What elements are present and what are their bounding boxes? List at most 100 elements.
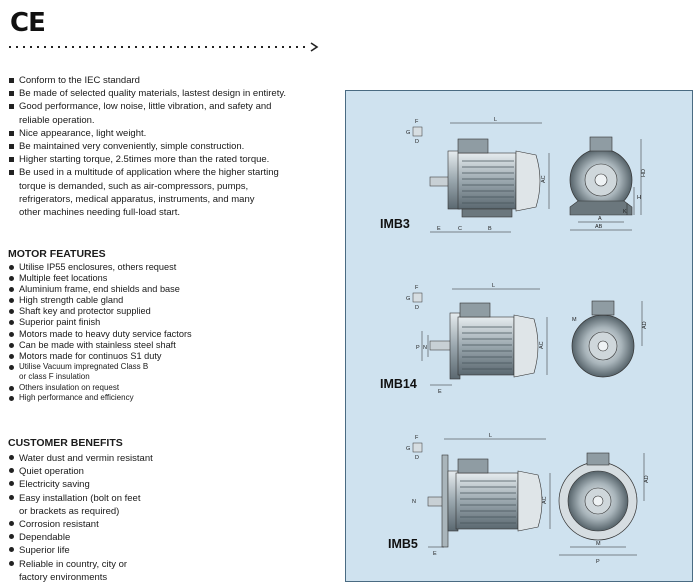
feature-item: Shaft key and protector supplied	[8, 306, 328, 317]
imb3-dim-HD: HD	[641, 169, 647, 177]
imb5-dim-D: D	[415, 455, 419, 461]
imb14-dim-F: F	[415, 285, 419, 291]
feature-line: or class F insulation	[19, 372, 90, 382]
round-bullet-icon	[9, 560, 14, 566]
round-bullet-icon	[9, 353, 14, 359]
intro-bullet-line: Nice appearance, light weight.	[19, 127, 147, 139]
feature-item: Others insulation on request	[8, 383, 328, 394]
imb14-dim-N: N	[423, 345, 427, 351]
round-bullet-icon	[9, 342, 14, 348]
feature-line: Aluminium frame, end shields and base	[19, 284, 180, 295]
customer-benefits-title: CUSTOMER BENEFITS	[8, 437, 123, 449]
intro-bullet-item: Higher starting torque, 2.5times more th…	[8, 153, 333, 166]
drawings-panel: L E C B AC HD H K A AB F G D	[345, 90, 693, 582]
intro-bullet-item: Nice appearance, light weight.	[8, 127, 333, 140]
intro-bullet-line: reliable operation.	[19, 114, 95, 126]
dotted-arrow-divider	[9, 42, 319, 52]
round-bullet-icon	[9, 309, 14, 315]
motor-drawings: L E C B AC HD H K A AB F G D	[406, 117, 650, 565]
round-bullet-icon	[9, 547, 14, 553]
feature-item: Utilise IP55 enclosures, others request	[8, 262, 328, 273]
round-bullet-icon	[9, 396, 14, 402]
feature-item: Superior paint finish	[8, 317, 328, 328]
benefit-line: factory environments	[19, 571, 108, 583]
round-bullet-icon	[9, 320, 14, 326]
square-bullet-icon	[9, 104, 14, 110]
imb3-dim-D: D	[415, 139, 419, 145]
feature-item: High performance and efficiency	[8, 393, 328, 404]
round-bullet-icon	[9, 534, 14, 540]
feature-line: Others insulation on request	[19, 382, 120, 392]
imb5-dim-M: M	[596, 541, 601, 547]
imb5-dim-G: G	[406, 446, 410, 452]
feature-item: Motors made for continuos S1 duty	[8, 351, 328, 362]
imb14-dim-AD: AD	[642, 321, 648, 329]
feature-item: Multiple feet locations	[8, 273, 328, 284]
imb3-dim-F: F	[415, 119, 419, 125]
feature-line: Superior paint finish	[19, 317, 101, 328]
imb5-dim-AD: AD	[644, 475, 650, 483]
feature-item: High strength cable gland	[8, 295, 328, 306]
round-bullet-icon	[9, 265, 14, 270]
imb14-dim-AC: AC	[539, 341, 545, 349]
benefit-item: Water dust and vermin resistant	[8, 452, 328, 465]
benefit-line: Corrosion resistant	[19, 519, 99, 531]
intro-bullet-line: Be maintained very conveniently, simple …	[19, 141, 245, 153]
feature-line: Motors made for continuos S1 duty	[19, 350, 162, 361]
feature-item: Motors made to heavy duty service factor…	[8, 329, 328, 340]
imb3-dim-G: G	[406, 130, 410, 136]
feature-line: High strength cable gland	[19, 295, 124, 306]
benefit-line: Reliable in country, city or	[19, 558, 128, 570]
imb3-dim-AB: AB	[595, 224, 603, 230]
feature-line: Shaft key and protector supplied	[19, 306, 151, 317]
imb5-dim-P: P	[596, 559, 600, 565]
imb5-dim-N: N	[412, 499, 416, 505]
imb5-dim-L: L	[489, 433, 492, 439]
round-bullet-icon	[9, 481, 14, 487]
benefit-line: Quiet operation	[19, 466, 84, 478]
round-bullet-icon	[9, 276, 14, 282]
square-bullet-icon	[9, 170, 14, 176]
intro-bullet-line: Higher starting torque, 2.5times more th…	[19, 154, 270, 166]
imb3-dim-H: H	[637, 195, 641, 201]
benefit-item: Superior life	[8, 544, 328, 557]
square-bullet-icon	[9, 91, 14, 97]
imb5-label: IMB5	[388, 537, 418, 551]
intro-bullet-line: Be used in a multitude of application wh…	[19, 167, 279, 179]
intro-bullet-line: torque is demanded, such as air-compress…	[19, 180, 249, 192]
benefit-line: Water dust and vermin resistant	[19, 453, 153, 464]
imb3-label: IMB3	[380, 217, 410, 231]
imb14-dim-D: D	[415, 305, 419, 311]
benefit-line: Electricity saving	[19, 479, 90, 491]
benefit-line: Dependable	[19, 532, 71, 544]
round-bullet-icon	[9, 468, 14, 474]
round-bullet-icon	[9, 494, 14, 500]
imb5-dim-AC: AC	[542, 496, 548, 504]
square-bullet-icon	[9, 130, 14, 136]
intro-bullet-line: Be made of selected quality materials, l…	[19, 88, 287, 100]
feature-line: Multiple feet locations	[19, 273, 108, 284]
benefit-item: Electricity saving	[8, 478, 328, 491]
intro-bullet-item: Be maintained very conveniently, simple …	[8, 140, 333, 153]
square-bullet-icon	[9, 78, 14, 83]
intro-bullet-line: other machines needing full-load start.	[19, 207, 181, 219]
benefit-item: Dependable	[8, 531, 328, 544]
imb5-dim-F: F	[415, 435, 419, 441]
intro-bullet-item: Good performance, low noise, little vibr…	[8, 100, 333, 126]
round-bullet-icon	[9, 287, 14, 293]
square-bullet-icon	[9, 144, 14, 150]
benefit-item: Quiet operation	[8, 465, 328, 478]
benefit-line: Superior life	[19, 545, 70, 557]
imb14-dim-M: M	[572, 317, 577, 323]
imb14-dim-P: P	[416, 345, 420, 351]
round-bullet-icon	[9, 521, 14, 527]
imb3-dim-A: A	[598, 216, 602, 222]
round-bullet-icon	[9, 455, 14, 460]
imb14-dim-G: G	[406, 296, 410, 302]
feature-item: Can be made with stainless steel shaft	[8, 340, 328, 351]
